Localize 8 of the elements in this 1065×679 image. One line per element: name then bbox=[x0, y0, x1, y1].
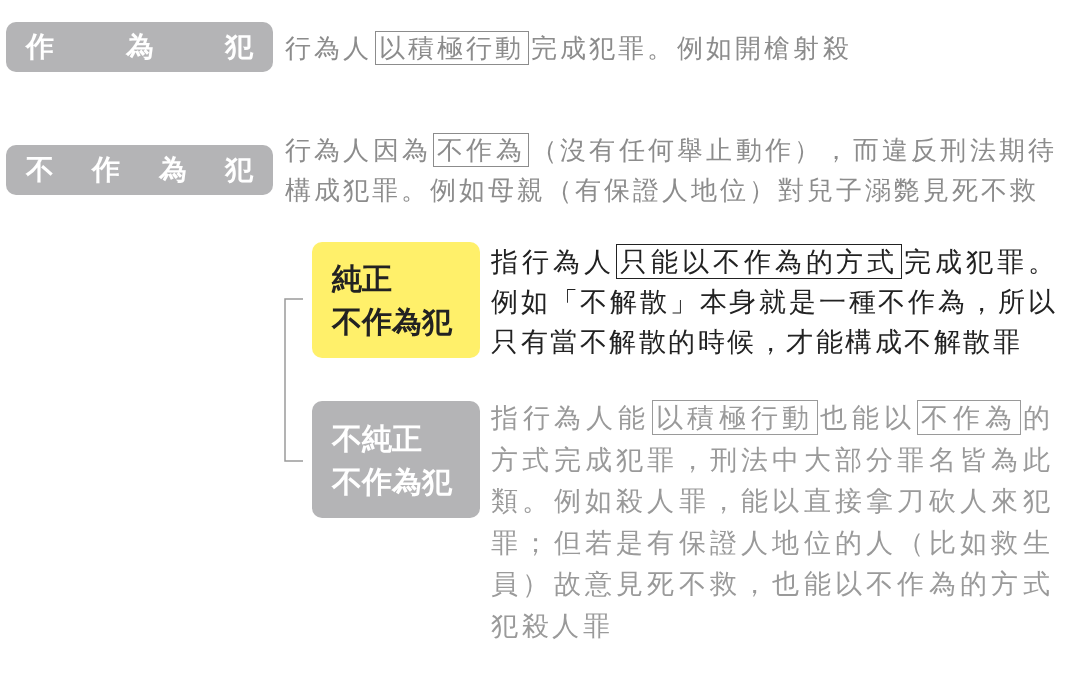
term-label: 不純正不作為犯 bbox=[312, 401, 480, 518]
term-label: 作為犯 bbox=[6, 22, 273, 72]
definition-text: 指行為人能以積極行動也能以不作為的方式完成犯罪，刑法中大部分罪名皆為此類。例如殺人罪，能以直接拿刀砍人來犯罪；但若是有保證人地位的人（比如救生員）故意見死不救，也能以不作為的方式犯殺人罪 bbox=[491, 399, 1053, 643]
definition-text: 指行為人只能以不作為的方式完成犯罪。例如「不解散」本身就是一種不作為，所以只有當不解散的時候，才能構成不解散罪 bbox=[491, 243, 1057, 359]
term-label: 純正不作為犯 bbox=[312, 242, 480, 358]
definition-text: 行為人以積極行動完成犯罪。例如開槍射殺 bbox=[285, 30, 853, 67]
term-label: 不作為犯 bbox=[6, 145, 273, 195]
definition-text: 行為人因為不作為（沒有任何舉止動作），而違反刑法期待構成犯罪。例如母親（有保證人地位）對兒子溺斃見死不救 bbox=[285, 132, 1057, 207]
